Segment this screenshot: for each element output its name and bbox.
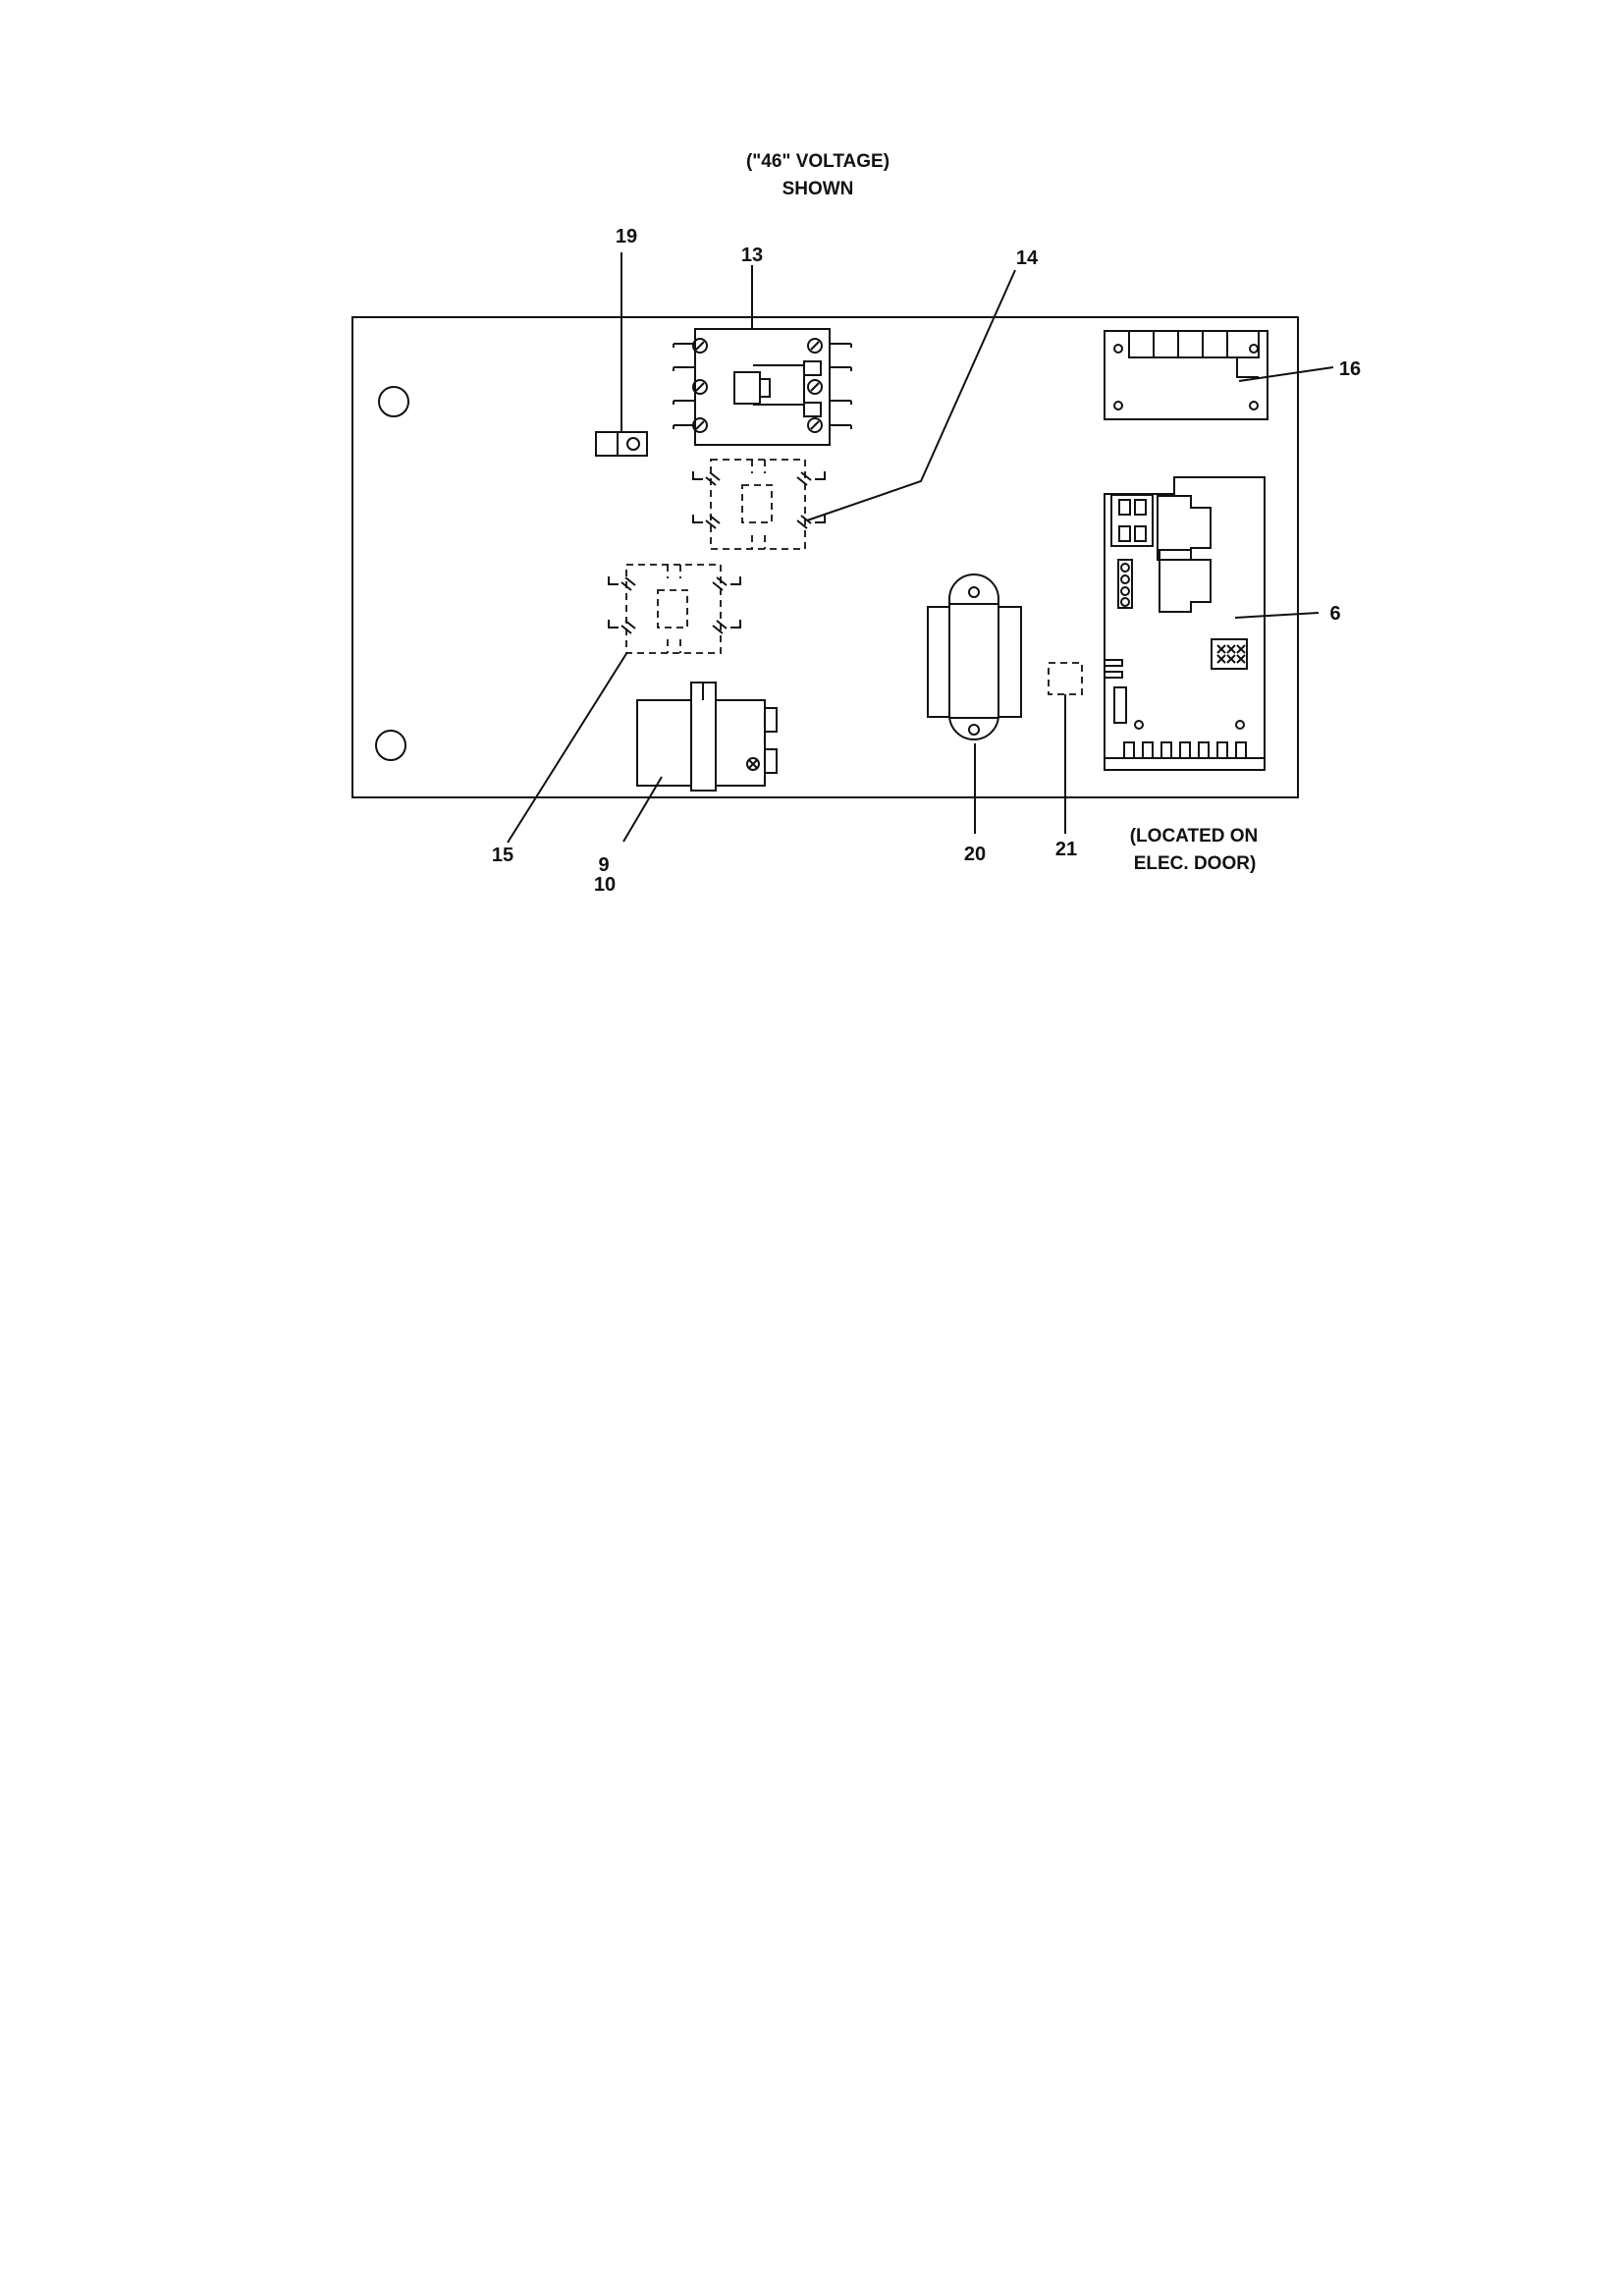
- note-located-on: (LOCATED ON: [1130, 826, 1259, 847]
- mounting-hole-bottom: [375, 730, 406, 761]
- component-21-hidden: [1048, 662, 1083, 695]
- terminal-19: [595, 431, 648, 457]
- mounting-hole-top: [378, 386, 409, 417]
- callout-21: 21: [1055, 839, 1077, 860]
- callout-6: 6: [1329, 603, 1340, 625]
- contactor-13: [673, 328, 852, 446]
- component-9-10: [636, 682, 778, 792]
- panel-outline: [351, 316, 1299, 798]
- leader-15: [507, 651, 628, 844]
- leader-14: [806, 269, 1016, 521]
- callout-9: 9: [598, 854, 609, 876]
- terminal-board-16: [1104, 330, 1268, 420]
- transformer-20: [927, 574, 1022, 740]
- title-shown: SHOWN: [782, 179, 854, 199]
- callout-13: 13: [741, 245, 763, 266]
- leader-6: [1234, 612, 1320, 619]
- callout-20: 20: [964, 844, 986, 865]
- callout-15: 15: [492, 845, 513, 866]
- relay-15-hidden: [608, 564, 741, 654]
- callout-10: 10: [594, 874, 616, 896]
- control-board-6: [1104, 476, 1266, 771]
- relay-14-hidden: [692, 459, 826, 550]
- title-voltage: ("46" VOLTAGE): [746, 151, 890, 172]
- leader-16: [1238, 366, 1334, 382]
- callout-16: 16: [1339, 358, 1361, 380]
- note-elec-door: ELEC. DOOR): [1134, 853, 1257, 874]
- callout-19: 19: [616, 226, 637, 247]
- leader-9: [622, 776, 663, 843]
- callout-14: 14: [1016, 247, 1039, 269]
